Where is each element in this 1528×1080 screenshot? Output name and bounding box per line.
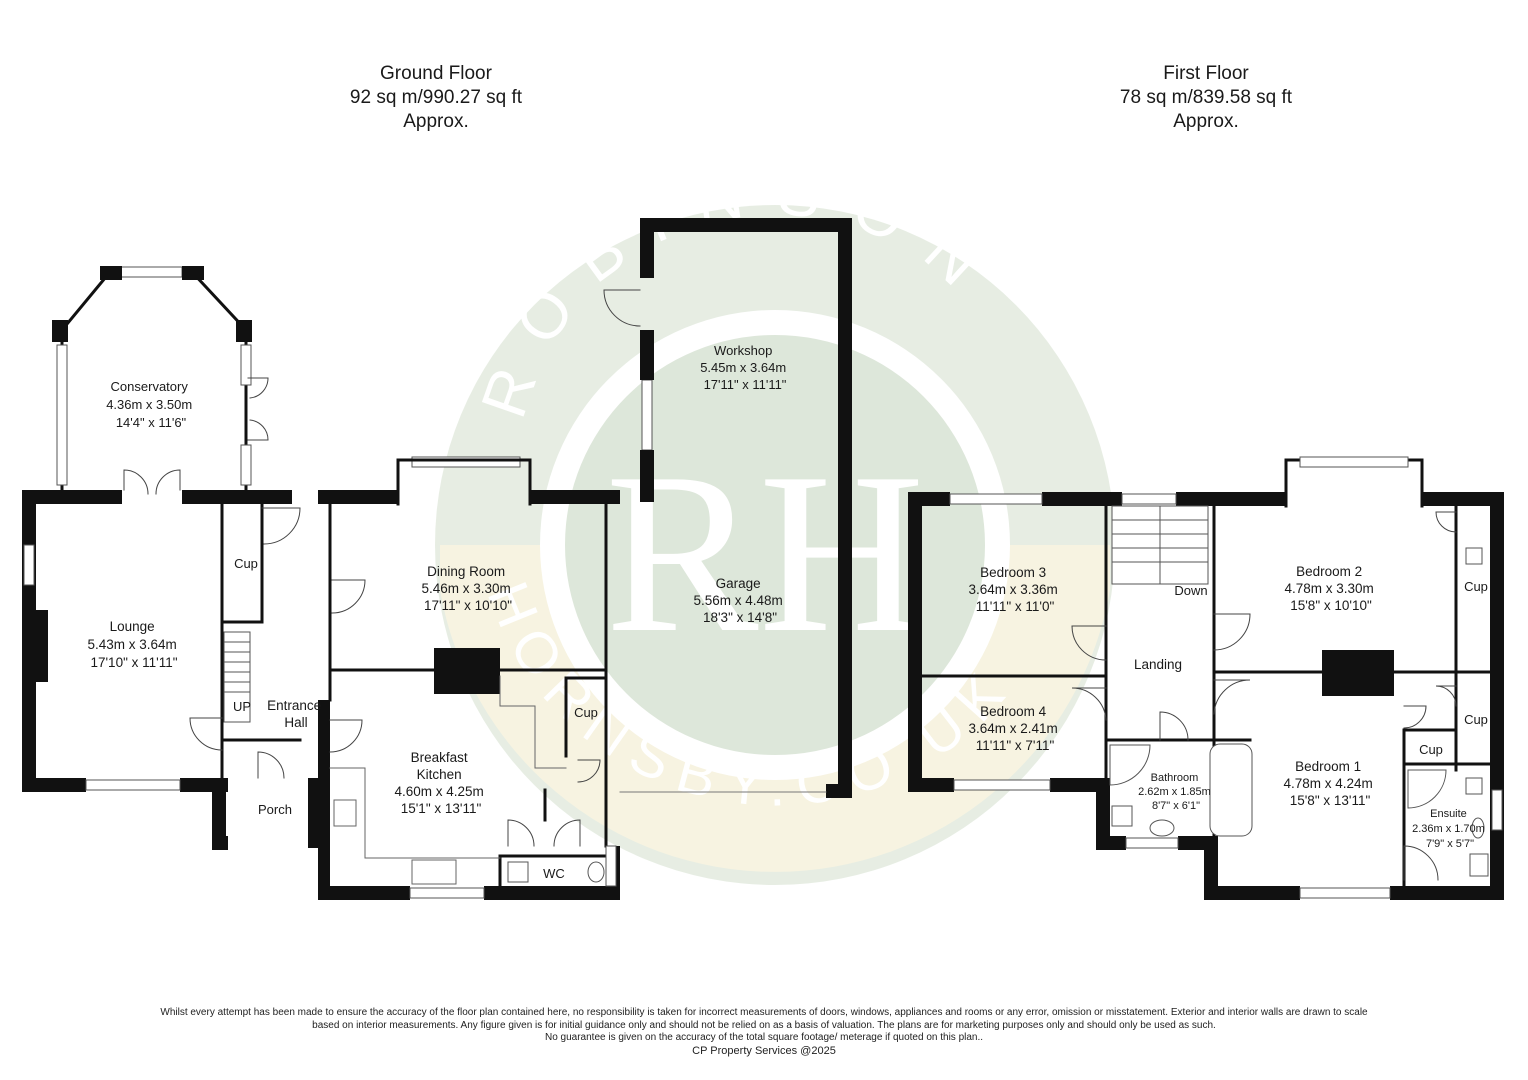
watermark-inner-circle bbox=[565, 335, 985, 755]
cup-bed1-right-label: Cup bbox=[1464, 712, 1488, 727]
bath-icon bbox=[1209, 743, 1253, 837]
workshop-label: Workshop 5.45m x 3.64m 17'11" x 11'11" bbox=[700, 343, 790, 392]
cup-skylight-icon bbox=[1465, 547, 1483, 565]
conservatory-windows bbox=[56, 266, 252, 486]
ground-floor-area: 92 sq m/990.27 sq ft bbox=[349, 87, 523, 108]
lounge-label: Lounge 5.43m x 3.64m 17'10" x 11'11" bbox=[87, 619, 180, 670]
ensuite-shower-icon bbox=[1407, 769, 1447, 809]
floor-plan: ROBINSON HORNSBY.CO.UK RH bbox=[22, 155, 1504, 900]
garage-label: Garage 5.56m x 4.48m 18'3" x 14'8" bbox=[693, 576, 786, 625]
bedroom1-label: Bedroom 1 4.78m x 4.24m 15'8" x 13'11" bbox=[1283, 759, 1376, 808]
credit-line: CP Property Services @2025 bbox=[692, 1044, 836, 1057]
watermark-logo: ROBINSON HORNSBY.CO.UK RH bbox=[435, 155, 1115, 885]
kitchen-counters bbox=[329, 675, 567, 885]
dining-room-label: Dining Room 5.46m x 3.30m 17'11" x 10'10… bbox=[421, 564, 514, 613]
ground-interior-walls bbox=[220, 502, 608, 888]
hob-icon bbox=[333, 799, 357, 827]
ground-windows bbox=[23, 379, 653, 899]
room-labels: Conservatory 4.36m x 3.50m 14'4" x 11'6"… bbox=[87, 343, 1487, 881]
cup-kitchen-label: Cup bbox=[574, 705, 598, 720]
first-floor-heading: First Floor 78 sq m/839.58 sq ft Approx. bbox=[996, 62, 1416, 134]
first-doors bbox=[1071, 511, 1457, 881]
conservatory-label: Conservatory 4.36m x 3.50m 14'4" x 11'6" bbox=[106, 379, 196, 430]
down-label: Down bbox=[1174, 583, 1207, 598]
first-staircase bbox=[1111, 505, 1209, 585]
ground-floor-heading: Ground Floor 92 sq m/990.27 sq ft Approx… bbox=[226, 62, 646, 134]
ground-floor-plan bbox=[22, 218, 852, 900]
up-label: UP bbox=[233, 699, 251, 714]
ensuite-toilet-icon bbox=[1469, 853, 1489, 877]
first-floor-name: First Floor bbox=[1163, 63, 1249, 84]
first-floor-approx: Approx. bbox=[1173, 111, 1239, 132]
disclaimer: Whilst every attempt has been made to en… bbox=[60, 1007, 1468, 1057]
cup-bed1-left-label: Cup bbox=[1419, 742, 1443, 757]
disclaimer-line1: Whilst every attempt has been made to en… bbox=[160, 1007, 1368, 1018]
cup-hall-label: Cup bbox=[234, 556, 258, 571]
porch-label: Porch bbox=[258, 802, 292, 817]
ground-staircase bbox=[223, 631, 251, 723]
disclaimer-line3: No guarantee is given on the accuracy of… bbox=[544, 1032, 984, 1043]
dining-bay bbox=[396, 458, 532, 506]
ground-doors bbox=[123, 377, 601, 847]
toilet-icon bbox=[1111, 805, 1133, 827]
ground-floor-approx: Approx. bbox=[403, 111, 469, 132]
ground-floor-name: Ground Floor bbox=[380, 63, 492, 84]
first-windows bbox=[949, 456, 1503, 899]
workshop-door bbox=[603, 289, 641, 327]
bathroom-fixtures bbox=[1109, 547, 1489, 877]
cup-bed2-label: Cup bbox=[1464, 579, 1488, 594]
ensuite-label: Ensuite 2.36m x 1.70m 7'9" x 5'7" bbox=[1412, 808, 1488, 850]
first-floor-area: 78 sq m/839.58 sq ft bbox=[1119, 87, 1293, 108]
landing-label: Landing bbox=[1134, 657, 1182, 672]
disclaimer-line2: based on interior measurements. Any figu… bbox=[312, 1019, 1216, 1031]
bathroom-label: Bathroom 2.62m x 1.85m 8'7" x 6'1" bbox=[1138, 772, 1214, 812]
bedroom3-label: Bedroom 3 3.64m x 3.36m 11'11" x 11'0" bbox=[968, 565, 1061, 614]
entrance-hall-label: Entrance Hall bbox=[267, 698, 325, 730]
wc-label: WC bbox=[543, 866, 565, 881]
ensuite-skylight-icon bbox=[1465, 777, 1483, 795]
first-floor-plan bbox=[908, 456, 1504, 900]
wc-fixtures bbox=[507, 861, 605, 883]
bedroom2-label: Bedroom 2 4.78m x 3.30m 15'8" x 10'10" bbox=[1284, 564, 1377, 613]
breakfast-kitchen-label: Breakfast Kitchen 4.60m x 4.25m 15'1" x … bbox=[394, 750, 487, 816]
bedroom4-label: Bedroom 4 3.64m x 2.41m 11'11" x 7'11" bbox=[968, 704, 1061, 753]
shower-icon bbox=[1109, 744, 1151, 786]
ensuite-basin-icon bbox=[1471, 817, 1485, 839]
garage-walls bbox=[640, 218, 852, 798]
conservatory-posts bbox=[52, 266, 252, 342]
sink-icon bbox=[411, 859, 457, 885]
watermark-monogram: RH bbox=[605, 425, 925, 680]
basin-icon bbox=[1149, 819, 1175, 837]
